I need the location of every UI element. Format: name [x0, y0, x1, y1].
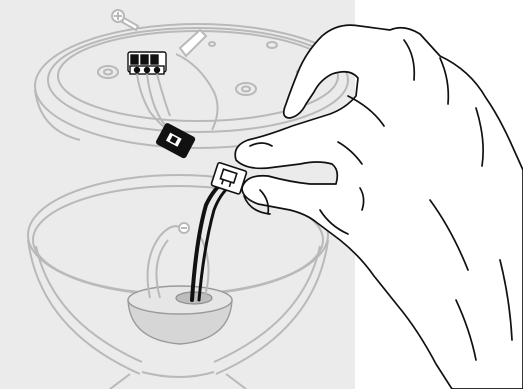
mounting-screw-icon — [111, 9, 140, 32]
ground-screw-icon — [178, 222, 190, 234]
socket-cup — [127, 285, 233, 345]
hand-connector — [210, 161, 248, 195]
hand-illustration — [234, 24, 523, 389]
shade-wires — [146, 225, 210, 299]
plate-wires — [136, 53, 219, 131]
mounting-bracket — [178, 28, 208, 58]
terminal-block — [127, 51, 167, 75]
plate-connector — [156, 123, 196, 159]
black-wires — [190, 178, 232, 302]
